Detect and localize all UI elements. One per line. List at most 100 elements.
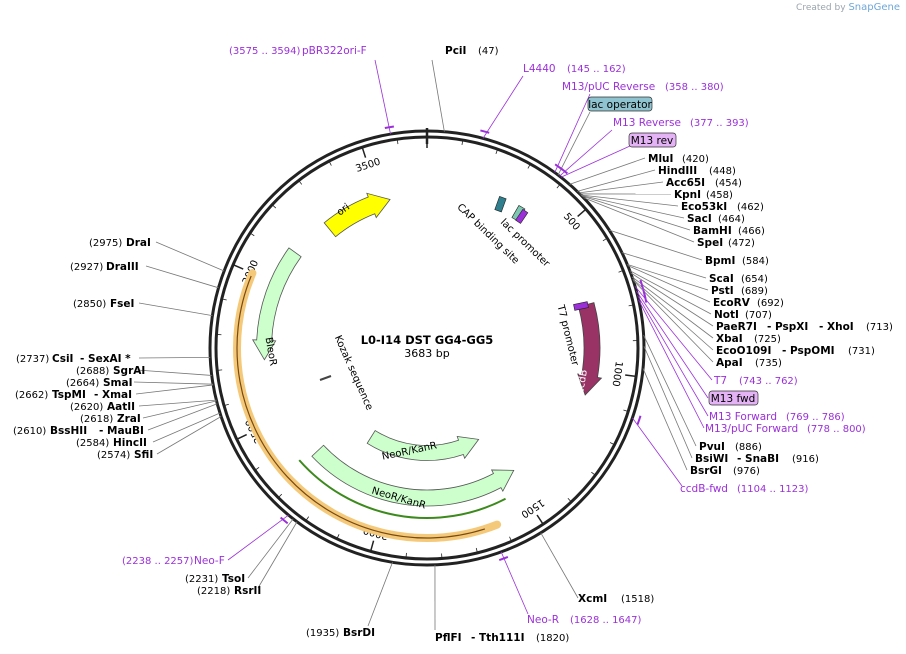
tick-2100 [336,534,340,539]
site-tsoi-name: TsoI [222,573,245,585]
site-paer7i-sep2: - XhoI [819,321,854,333]
site-scai-pos: (654) [741,274,768,285]
leader-left-4 [138,399,217,407]
site-fsei-name: FseI [110,298,134,310]
m13-rev-box [628,132,677,148]
leader-right-7 [583,197,695,243]
tick-1300 [591,471,596,476]
primer-mark-l4440 [480,129,490,134]
site-spei-name: SpeI [697,237,723,249]
primer-mark-m13puc-fwd [643,293,648,303]
tick-3600 [396,139,399,145]
site-pvui-pos: (886) [735,442,762,453]
leader-left-8 [138,356,211,359]
site-apai-pos: (735) [755,358,782,369]
site-paer7i-pos: (713) [866,322,893,333]
primer-mark-ccdb-fwd [636,415,642,425]
kozak-mark [319,375,332,381]
leader-left-1 [152,412,221,443]
leader-right-1 [577,169,656,192]
plasmid-name: L0-I14 DST GG4-GG5 [361,333,494,347]
leader-right-0 [569,157,646,185]
site-bsiwi-sep1: - SnaBI [737,453,779,465]
site-pcii-name: PciI [445,45,466,57]
site-eco53ki-pos: (462) [737,202,764,213]
site-draiii-pos: (2927) [70,262,103,273]
primer-mark-t7 [639,279,645,290]
site-pvui-name: PvuI [699,441,725,453]
snapgene-logo: SnapGene [848,2,900,13]
leader-right-10 [627,264,709,291]
primer-m13-forward-range: (769 .. 786) [786,412,845,423]
tick-1000 [625,374,637,378]
site-bsshii-name: BssHII [50,425,87,437]
tick-200 [495,149,498,155]
site-pflfi-pos: (1820) [536,633,569,644]
site-bpmi-name: BpmI [705,255,735,267]
site-mlui-pos: (420) [682,154,709,165]
highlight-strand [236,275,486,539]
site-eco53ki-name: Eco53kI [681,201,727,213]
tick-3400 [328,160,332,166]
primer-t7-name: T7 [713,375,727,387]
site-hincii-pos: (2584) [76,438,109,449]
site-xcmi-name: XcmI [578,593,607,605]
tick-2600 [223,403,229,407]
tick-500 [577,208,587,218]
bleor-feature [251,247,302,361]
site-pcii-pos: (47) [478,46,499,57]
site-aatii-pos: (2620) [70,402,103,413]
leader-p-lac-operator [557,111,591,176]
leader-p-m13-rev [560,145,631,178]
site-bsrgi-pos: (976) [733,466,760,477]
leader-right-18 [643,346,693,459]
cap-site-box [494,196,507,213]
site-sfii-pos: (2574) [97,450,130,461]
site-kpni-pos: (458) [706,190,733,201]
leader-left-5 [135,384,214,395]
tick-600 [602,237,608,242]
site-bsiwi-pos: (916) [792,454,819,465]
primer-mark-m13-reverse [559,167,569,175]
site-xbai-name: XbaI [716,333,743,345]
site-bsrgi-name: BsrGI [690,465,722,477]
m13-fwd-label: M13 fwd [711,393,756,405]
leader-left-6 [133,381,214,385]
site-drai-name: DraI [126,237,151,249]
leader-p-neo-f [227,514,289,561]
site-paer7i-sep1: - PspXI [767,321,808,333]
site-noti-pos: (707) [745,310,772,321]
site-pflfi-name: PflFI [435,632,462,644]
site-sgrai-pos: (2688) [76,366,109,377]
neor-feature-2 [311,444,515,507]
site-xbai-pos: (725) [754,334,781,345]
site-drai-pos: (2975) [89,238,122,249]
site-tspmi-sep1: - XmaI [94,389,132,401]
tick-3100 [249,232,255,237]
site-noti-name: NotI [714,309,739,321]
leader-right-13 [630,272,714,327]
site-zrai-name: ZraI [117,413,141,425]
tick-2400 [254,467,260,471]
site-tspmi-pos: (2662) [15,390,48,401]
primer-neo-r-range: (1628 .. 1647) [570,615,642,626]
primer-m13-forward-name: M13 Forward [709,411,777,423]
tick-1600 [509,536,512,542]
snapgene-branding: Created by SnapGene [796,2,900,13]
site-tspmi-name: TspMI [52,389,86,401]
site-bamhi-name: BamHI [693,225,732,237]
site-aatii-name: AatII [107,401,135,413]
site-bsshii-pos: (2610) [13,426,46,437]
t7-promoter-box [573,301,589,311]
primer-t7-range: (743 .. 762) [739,376,798,387]
site-tsoi-pos: (2231) [185,574,218,585]
site-hincii-name: HincII [113,437,147,449]
site-smai-pos: (2664) [66,378,99,389]
site-paer7i-name: PaeR7I [716,321,757,333]
site-psti-pos: (689) [741,286,768,297]
site-apai-name: ApaI [716,357,743,369]
leader-p-pbr322ori [374,59,391,135]
site-hindiii-name: HindIII [658,165,697,177]
site-psti-name: PstI [711,285,734,297]
site-bsrdi-pos: (1935) [306,628,339,639]
